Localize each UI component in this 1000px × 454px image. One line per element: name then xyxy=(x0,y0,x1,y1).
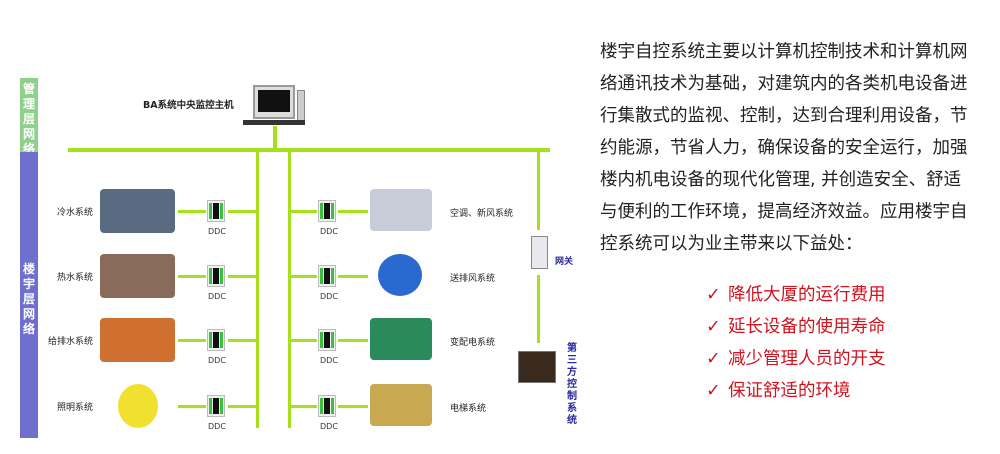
ddc-label: DDC xyxy=(320,356,338,365)
paragraph-line: 约能源，节省人力，确保设备的安全运行，加强 xyxy=(600,138,968,158)
equipment-image xyxy=(370,189,432,231)
link xyxy=(290,405,317,408)
link xyxy=(338,210,368,213)
floor-network-band: 楼宇层网络 xyxy=(20,152,38,438)
paragraph-line: 楼宇自控系统主要以计算机控制技术和计算机网 xyxy=(600,42,968,62)
paragraph-line: 行集散式的监视、控制，达到合理利用设备，节 xyxy=(600,106,968,126)
link xyxy=(338,339,368,342)
third-party-device-icon xyxy=(518,351,556,383)
link xyxy=(178,339,206,342)
link xyxy=(290,339,317,342)
computer-icon xyxy=(253,85,295,119)
link xyxy=(290,210,317,213)
ddc-controller-icon xyxy=(207,395,225,417)
management-bus xyxy=(68,148,550,152)
equipment-image xyxy=(100,318,175,362)
management-network-band: 管理层网络 xyxy=(20,78,38,156)
ddc-controller-icon xyxy=(318,200,336,222)
ddc-label: DDC xyxy=(320,422,338,431)
check-icon: ✓ xyxy=(706,317,721,337)
equipment-image xyxy=(118,384,158,428)
third-party-label: 第三方控制系统 xyxy=(567,343,577,426)
ddc-label: DDC xyxy=(320,227,338,236)
benefit-text: 降低大厦的运行费用 xyxy=(728,285,886,305)
right-system-label: 送排风系统 xyxy=(450,274,496,284)
ddc-controller-icon xyxy=(318,329,336,351)
ddc-label: DDC xyxy=(208,292,226,301)
gateway-label: 网关 xyxy=(555,257,574,267)
equipment-image xyxy=(100,254,175,298)
computer-tower-icon xyxy=(297,90,305,124)
link xyxy=(290,275,317,278)
equipment-image xyxy=(100,189,175,233)
ddc-controller-icon xyxy=(318,395,336,417)
ddc-controller-icon xyxy=(207,200,225,222)
benefit-item: ✓ 保证舒适的环境 xyxy=(706,377,851,402)
link xyxy=(228,405,256,408)
check-icon: ✓ xyxy=(706,349,721,369)
paragraph-line: 楼内机电设备的现代化管理, 并创造安全、舒适 xyxy=(600,170,962,190)
left-system-label: 给排水系统 xyxy=(48,337,94,347)
benefit-text: 保证舒适的环境 xyxy=(728,381,851,401)
benefit-text: 减少管理人员的开支 xyxy=(728,349,886,369)
ddc-label: DDC xyxy=(208,422,226,431)
link xyxy=(178,275,206,278)
right-system-label: 空调、新风系统 xyxy=(450,209,514,219)
link xyxy=(228,210,256,213)
link xyxy=(228,275,256,278)
left-trunk xyxy=(256,150,259,428)
ddc-label: DDC xyxy=(208,227,226,236)
ddc-controller-icon xyxy=(318,265,336,287)
link xyxy=(338,405,368,408)
right-trunk xyxy=(288,150,291,428)
ddc-controller-icon xyxy=(207,329,225,351)
host-label: BA系统中央监控主机 xyxy=(143,100,234,111)
left-system-label: 冷水系统 xyxy=(57,208,94,218)
paragraph-line: 控系统可以为业主带来以下益处： xyxy=(600,234,863,254)
equipment-image xyxy=(370,384,432,426)
equipment-image xyxy=(370,318,432,360)
third-party-link xyxy=(537,275,540,343)
right-system-label: 电梯系统 xyxy=(450,404,487,414)
ddc-label: DDC xyxy=(208,356,226,365)
check-icon: ✓ xyxy=(706,381,721,401)
description-paragraph: 楼宇自控系统主要以计算机控制技术和计算机网 络通讯技术为基础，对建筑内的各类机电… xyxy=(600,36,968,260)
ddc-controller-icon xyxy=(207,265,225,287)
benefit-item: ✓ 减少管理人员的开支 xyxy=(706,345,886,370)
host-link xyxy=(273,126,277,150)
link xyxy=(178,210,206,213)
right-system-label: 变配电系统 xyxy=(450,338,496,348)
gateway-link xyxy=(537,150,540,230)
band-label: 管理层网络 xyxy=(23,82,36,156)
check-icon: ✓ xyxy=(706,285,721,305)
paragraph-line: 与便利的工作环境，提高经济效益。应用楼宇自 xyxy=(600,202,968,222)
band-label: 楼宇层网络 xyxy=(23,262,36,336)
link xyxy=(338,275,368,278)
benefit-item: ✓ 降低大厦的运行费用 xyxy=(706,281,886,306)
keyboard-icon xyxy=(243,120,305,125)
link xyxy=(228,339,256,342)
left-system-label: 热水系统 xyxy=(57,273,94,283)
left-system-label: 照明系统 xyxy=(57,403,94,413)
link xyxy=(178,405,206,408)
gateway-device-icon xyxy=(531,236,548,269)
benefit-text: 延长设备的使用寿命 xyxy=(728,317,886,337)
equipment-image xyxy=(378,254,422,296)
paragraph-line: 络通讯技术为基础，对建筑内的各类机电设备进 xyxy=(600,74,968,94)
benefit-item: ✓ 延长设备的使用寿命 xyxy=(706,313,886,338)
ddc-label: DDC xyxy=(320,292,338,301)
